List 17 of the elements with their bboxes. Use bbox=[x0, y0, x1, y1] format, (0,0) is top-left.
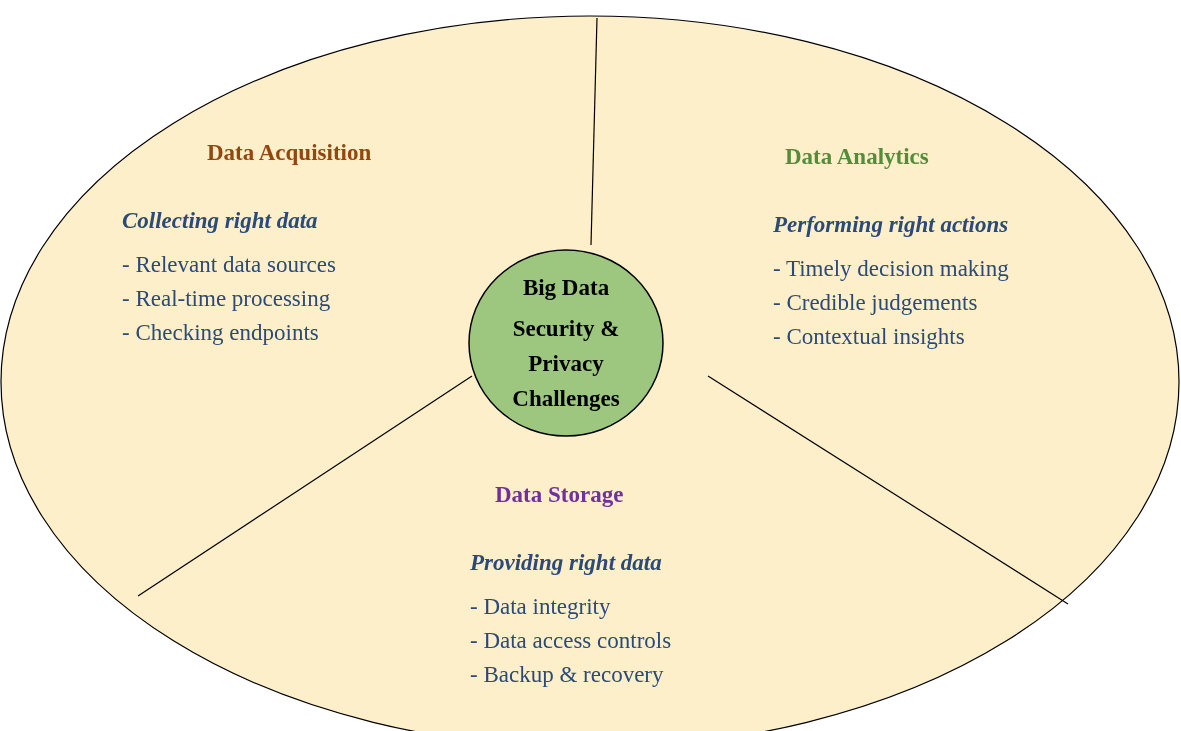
section-subheading: Performing right actions bbox=[773, 212, 1009, 238]
center-title: Big Data bbox=[522, 274, 610, 302]
center-subtitle: Security & Privacy Challenges bbox=[511, 315, 621, 413]
list-item: - Real-time processing bbox=[122, 285, 332, 313]
section-heading: Data Analytics bbox=[785, 144, 930, 170]
section-subheading: Providing right data bbox=[470, 550, 663, 576]
list-item: - Data access controls bbox=[470, 627, 672, 655]
list-item: - Checking endpoints bbox=[122, 319, 320, 347]
section-subheading: Collecting right data bbox=[122, 208, 319, 234]
list-item: - Contextual insights bbox=[773, 323, 966, 351]
list-item: - Data integrity bbox=[470, 593, 612, 621]
section-heading: Data Acquisition bbox=[207, 140, 372, 166]
section-heading: Data Storage bbox=[495, 482, 625, 508]
list-item: - Timely decision making bbox=[773, 255, 1009, 283]
list-item: - Backup & recovery bbox=[470, 661, 665, 689]
list-item: - Credible judgements bbox=[773, 289, 979, 317]
list-item: - Relevant data sources bbox=[122, 251, 337, 279]
